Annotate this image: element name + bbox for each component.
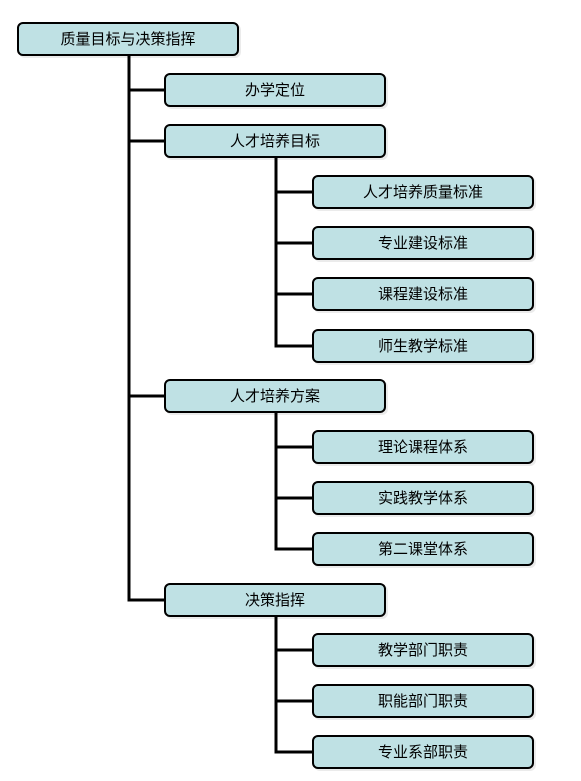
branch-node-3: 人才培养方案 [164, 379, 386, 413]
leaf-node: 专业系部职责 [312, 735, 534, 769]
leaf-node: 实践教学体系 [312, 481, 534, 515]
branch-node-label: 办学定位 [244, 80, 305, 99]
leaf-node-label: 专业建设标准 [377, 233, 468, 252]
branch-node-label: 人才培养方案 [229, 386, 320, 405]
branch-node-label: 人才培养目标 [229, 131, 320, 150]
leaf-node: 职能部门职责 [312, 684, 534, 718]
leaf-node: 人才培养质量标准 [312, 175, 534, 209]
leaf-node: 师生教学标准 [312, 329, 534, 363]
leaf-node-label: 教学部门职责 [377, 640, 468, 659]
leaf-node: 专业建设标准 [312, 226, 534, 260]
leaf-node-label: 实践教学体系 [377, 488, 468, 507]
leaf-node-label: 师生教学标准 [377, 336, 468, 355]
leaf-node-label: 专业系部职责 [377, 742, 468, 761]
leaf-node-label: 职能部门职责 [377, 691, 468, 710]
leaf-node-label: 第二课堂体系 [377, 539, 468, 558]
leaf-node-label: 人才培养质量标准 [362, 182, 483, 201]
branch-node-1: 办学定位 [164, 73, 386, 107]
branch-node-2: 人才培养目标 [164, 124, 386, 158]
leaf-node: 第二课堂体系 [312, 532, 534, 566]
root-node-label: 质量目标与决策指挥 [60, 29, 196, 48]
leaf-node: 理论课程体系 [312, 430, 534, 464]
branch-node-4: 决策指挥 [164, 583, 386, 617]
branch-node-label: 决策指挥 [244, 590, 305, 609]
leaf-node-label: 课程建设标准 [377, 284, 468, 303]
root-node: 质量目标与决策指挥 [17, 22, 239, 56]
leaf-node: 教学部门职责 [312, 633, 534, 667]
leaf-node-label: 理论课程体系 [377, 437, 468, 456]
leaf-node: 课程建设标准 [312, 277, 534, 311]
